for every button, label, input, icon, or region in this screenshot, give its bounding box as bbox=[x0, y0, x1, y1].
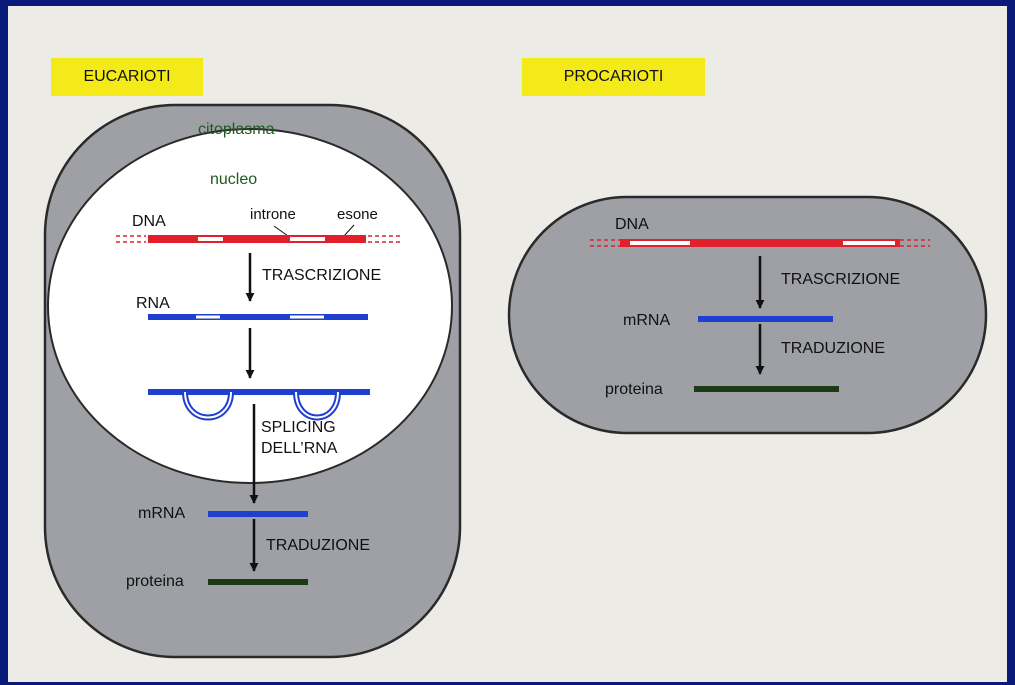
mrna-label-prokaryote: mRNA bbox=[623, 312, 670, 329]
mrna-label-eukaryote: mRNA bbox=[138, 505, 185, 522]
dna-strand-eukaryote bbox=[116, 235, 400, 243]
rna-strand bbox=[148, 314, 368, 320]
transcription-label-prokaryote: TRASCRIZIONE bbox=[781, 271, 900, 288]
protein-label-eukaryote: proteina bbox=[126, 573, 184, 590]
pre-mrna-with-intron-loops bbox=[148, 389, 370, 421]
translation-label-prokaryote: TRADUZIONE bbox=[781, 340, 885, 357]
prokaryotic-cell bbox=[507, 195, 988, 435]
intron-label: introne bbox=[250, 206, 296, 223]
exon-label: esone bbox=[337, 206, 378, 223]
rna-label: RNA bbox=[136, 295, 170, 312]
dna-strand-prokaryote bbox=[590, 239, 930, 247]
gene-expression-diagram: citoplasma nucleo DNA introne esone TRAS… bbox=[43, 103, 988, 659]
prokaryote-title: PROCARIOTI bbox=[522, 58, 705, 96]
splicing-label-line1: SPLICING bbox=[261, 419, 336, 436]
transcription-label-eukaryote: TRASCRIZIONE bbox=[262, 267, 381, 284]
mrna-strand-eukaryote bbox=[208, 511, 308, 517]
translation-label-eukaryote: TRADUZIONE bbox=[266, 537, 370, 554]
splicing-label-line2: DELL’RNA bbox=[261, 440, 338, 457]
eukaryote-title: EUCARIOTI bbox=[51, 58, 203, 96]
dna-label-prokaryote: DNA bbox=[615, 216, 649, 233]
cytoplasm-label: citoplasma bbox=[198, 121, 275, 138]
protein-label-prokaryote: proteina bbox=[605, 381, 663, 398]
nucleus-label: nucleo bbox=[210, 171, 257, 188]
figure-panel: EUCARIOTI PROCARIOTI citoplasma nucleo D… bbox=[8, 6, 1007, 682]
dna-label: DNA bbox=[132, 213, 166, 230]
exon-pointer bbox=[343, 224, 355, 237]
protein-chain-eukaryote bbox=[208, 579, 308, 585]
protein-chain-prokaryote bbox=[694, 386, 839, 392]
mrna-strand-prokaryote bbox=[698, 316, 833, 322]
intron-pointer bbox=[273, 225, 289, 237]
